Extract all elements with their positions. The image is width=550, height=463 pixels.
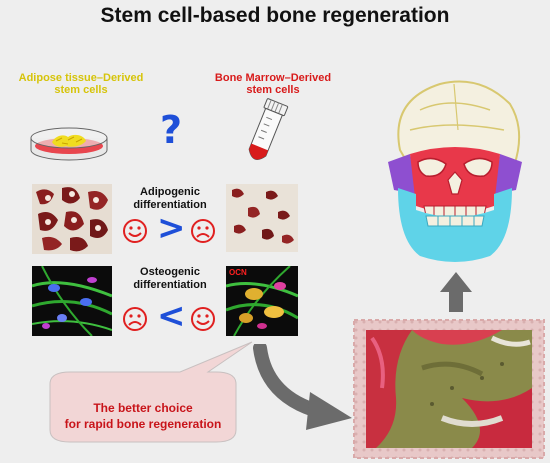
marrow-label-line1: Bone Marrow–Derived: [214, 72, 332, 84]
marrow-label: Bone Marrow–Derived stem cells: [198, 72, 348, 96]
osteogenic-label-line1: Osteogenic: [140, 266, 200, 278]
callout-text: The better choice for rapid bone regener…: [50, 400, 236, 432]
callout-line1: The better choice: [93, 401, 193, 415]
ocn-label: OCN: [229, 268, 247, 277]
happy-face-icon: [123, 219, 147, 243]
marrow-label-line2: stem cells: [246, 84, 300, 96]
happy-face-icon: [191, 307, 215, 331]
stamp-histology-image: [353, 319, 545, 459]
adipogenic-comparison: >: [157, 208, 186, 248]
callout-line2: for rapid bone regeneration: [64, 417, 222, 431]
sad-face-icon: [123, 307, 147, 331]
osteogenic-label-line2: differentiation: [133, 279, 207, 291]
adipogenic-label-line1: Adipogenic: [140, 186, 200, 198]
adipose-label: Adipose tissue–Derived stem cells: [6, 72, 156, 96]
adipose-label-line2: stem cells: [54, 84, 108, 96]
question-mark: ?: [160, 108, 183, 152]
callout-bubble: [49, 341, 253, 443]
skull-illustration: [388, 80, 522, 262]
petri-dish-icon: [30, 127, 108, 161]
page-title: Stem cell-based bone regeneration: [100, 4, 450, 27]
adipose-osteogenic-micrograph: [32, 266, 112, 336]
adipose-label-line1: Adipose tissue–Derived: [18, 72, 144, 84]
sad-face-icon: [191, 219, 215, 243]
marrow-osteogenic-micrograph: [226, 266, 298, 336]
adipogenic-label-line2: differentiation: [133, 199, 207, 211]
test-tube-icon: [248, 98, 289, 160]
osteogenic-comparison: <: [157, 296, 186, 336]
adipogenic-label: Adipogenic differentiation: [118, 186, 222, 212]
curved-arrow-icon: [253, 344, 352, 430]
adipose-adipogenic-micrograph: [32, 184, 112, 254]
marrow-adipogenic-micrograph: [226, 184, 298, 252]
osteogenic-label: Osteogenic differentiation: [118, 266, 222, 292]
up-arrow-icon: [440, 272, 472, 312]
